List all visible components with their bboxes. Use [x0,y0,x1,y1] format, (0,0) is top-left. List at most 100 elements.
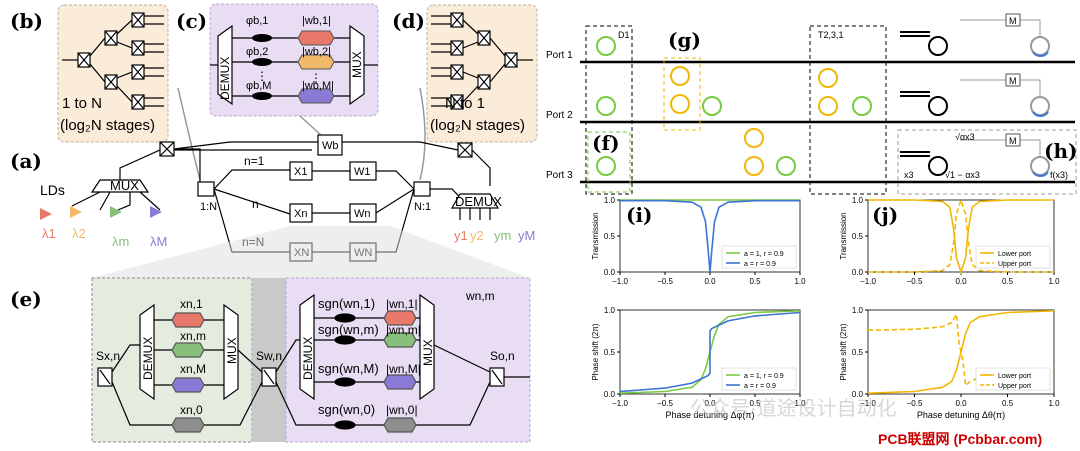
w-b2: |wb,2| [302,46,331,58]
h-fx3: f(x3) [1050,170,1068,180]
chart-panels: −1.0 −0.5 0.0 0.5 1.0 0.0 0.5 1.0 Transmission a … [591,196,1060,420]
wabs-nm: |wn,m| [386,323,421,337]
legend-label-1: Upper port [998,383,1031,390]
x-tick-label: 1.0 [794,277,806,286]
x-tick-label: −1.0 [612,399,628,408]
panel-g-label: (g) [668,28,701,52]
so-label: So,n [490,349,515,363]
legend-label-0: a = 1, r = 0.9 [744,251,784,258]
y-tick-label: 0.5 [604,232,616,241]
y-tick-label: 0.5 [852,232,864,241]
x-tick-label: 1.0 [794,399,806,408]
x-axis-label: Phase detuning Δφ(π) [665,410,754,420]
panel-c-mux: MUX [350,51,364,78]
w-b1: |wb,1| [302,15,331,27]
panel-f-label: (f) [592,131,620,155]
t-label: T2,3,1 [818,30,844,40]
x-tick-label: 0.5 [1002,399,1014,408]
y-2: y2 [470,228,484,243]
legend-label-1: a = r = 0.9 [744,261,776,268]
n1-label: n=1 [244,154,265,168]
sgn-nm: sgn(wn,m) [318,322,379,337]
panel-c-box [209,3,379,117]
legend-label-0: Lower port [998,251,1031,258]
wabs-nM: |wn,M| [386,362,421,376]
w-nm-label: wn,m [465,289,495,303]
port-3: Port 3 [546,170,573,181]
wechat-watermark: 公众号·道途设计自动化 [690,397,897,420]
panel-e-mux-w: MUX [421,339,435,366]
panel-e-circuit [97,293,530,433]
x-n1: xn,1 [180,297,203,311]
y-axis-label: Transmission [839,212,848,259]
panel-e-mux-x: MUX [225,337,239,364]
legend-label-0: a = 1, r = 0.9 [744,373,784,380]
h-sqrt-1-alpha: √1 − αx3 [945,170,980,180]
x-tick-label: −1.0 [612,277,628,286]
d1-box [585,25,633,195]
arrow-to-b [177,87,201,181]
panel-b-text-1: 1 to N [62,95,102,112]
electro-optic-units [900,13,1050,178]
phi-b1: φb,1 [246,15,268,27]
combine-label: N:1 [414,201,431,213]
panel-b-text-2: (log₂N stages) [60,117,155,134]
arrow-to-c [299,115,323,137]
x-tick-label: −1.0 [860,399,876,408]
panel-a-label: (a) [10,149,42,173]
y-m: ym [494,228,511,243]
panel-d-text-1: N to 1 [445,95,485,112]
lambda-M: λM [150,234,167,249]
sgn-nM: sgn(wn,M) [318,361,379,376]
legend-label-0: Lower port [998,373,1031,380]
x-tick-label: 0.0 [704,399,716,408]
h-sqrt-alpha: √αx3 [955,132,975,142]
series-line-1 [620,199,800,273]
y-axis-label: Transmission [591,212,600,259]
x-tick-label: −0.5 [907,399,923,408]
svg-text:⋮: ⋮ [310,71,322,85]
x-tick-label: 0.0 [704,277,716,286]
x-tick-label: −0.5 [657,277,673,286]
arrow-to-d [419,87,426,181]
x-tick-label: −0.5 [907,277,923,286]
phi-b2: φb,2 [246,46,268,58]
port-2: Port 2 [546,110,573,121]
lambda-1: λ1 [42,226,56,241]
x-tick-label: −0.5 [657,399,673,408]
panel-b-tree [62,12,164,110]
panel-e-sw-strip [252,278,286,442]
h-x3: x3 [904,170,914,180]
y-tick-label: 1.0 [852,306,864,315]
xn-label: Xn [294,208,307,220]
m-label-3: M [1009,136,1017,146]
panel-c-demux: DEMUX [218,57,232,100]
panel-c-phase-shifters: ⋮ ⋮ [252,30,335,104]
series-line-1 [619,311,801,393]
series-line-1 [867,311,1055,388]
panel-d-text-2: (log₂N stages) [430,117,525,134]
legend-box [721,367,797,391]
split-label: 1:N [200,201,217,213]
y-1: y1 [454,228,468,243]
y-tick-label: 0.0 [604,390,616,399]
wn-label: Wn [354,208,371,220]
h-box [897,129,1077,195]
panel-e-demux-w: DEMUX [301,337,315,380]
y-axis-label: Phase shift (2π) [591,323,600,380]
legend-box [975,367,1051,391]
panel-d-label: (d) [392,9,425,33]
legend-box [721,245,797,269]
x-nM: xn,M [180,362,206,376]
x-tick-label: 0.5 [1002,277,1014,286]
x1-label: X1 [294,166,307,178]
t-box [809,25,887,195]
series-line-1 [868,197,1054,273]
x-n0: xn,0 [180,403,203,417]
ring-resonators [596,36,872,176]
lds-label: LDs [40,182,65,198]
panel-e-w-box [285,277,531,443]
